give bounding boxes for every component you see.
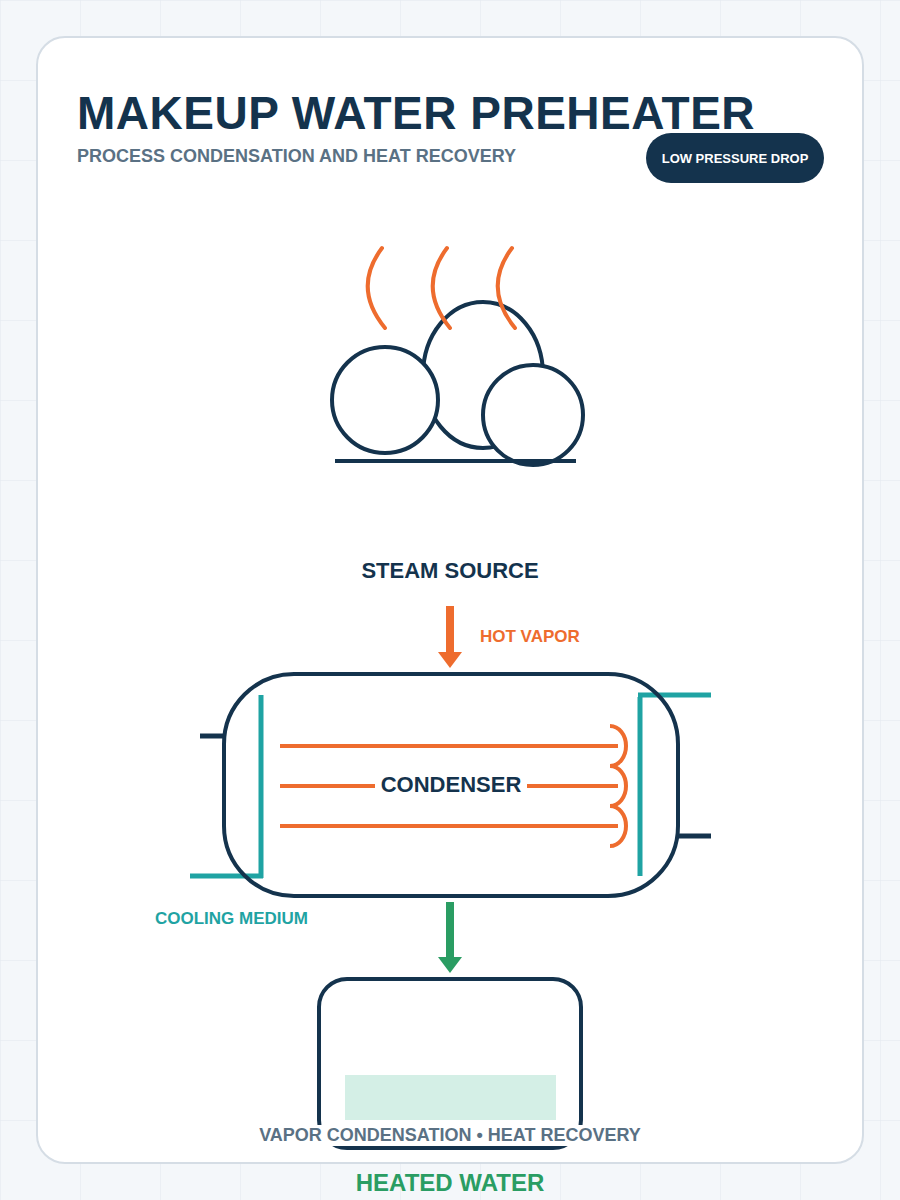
title: MAKEUP WATER PREHEATER	[77, 86, 755, 140]
art-line	[280, 744, 618, 748]
art-path	[368, 248, 385, 328]
art-g	[200, 736, 711, 836]
arrowhead	[438, 652, 462, 668]
steam-illustration	[332, 302, 583, 465]
water-level	[345, 1075, 556, 1120]
art-line	[638, 697, 643, 876]
art-path	[610, 726, 626, 766]
art-path	[610, 806, 626, 846]
art-path	[498, 248, 515, 328]
art-line	[638, 693, 711, 698]
node-text: CONDENSER	[375, 770, 528, 800]
art-g	[190, 695, 711, 878]
stream-label: COOLING MEDIUM	[155, 909, 308, 929]
art-line	[335, 459, 576, 463]
art-line	[280, 824, 618, 828]
flow-arrow	[446, 902, 454, 959]
steam-wisps	[368, 248, 515, 328]
badge: LOW PRESSURE DROP	[646, 133, 825, 183]
flow-arrow	[446, 606, 454, 654]
art-circle	[483, 365, 583, 465]
subtitle: PROCESS CONDENSATION AND HEAT RECOVERY	[77, 146, 516, 167]
arrowhead	[438, 957, 462, 973]
art-circle	[332, 347, 438, 453]
art-path	[610, 766, 626, 806]
edge-label: HOT VAPOR	[480, 627, 580, 647]
condenser-internals	[190, 695, 711, 878]
node-text: STEAM SOURCE	[300, 558, 600, 584]
steam-source: STEAM SOURCE	[300, 235, 600, 602]
node-text: HEATED WATER	[281, 1169, 619, 1197]
node-text: LOW PRESSURE DROP	[662, 151, 809, 166]
art-line	[190, 874, 263, 879]
card	[37, 37, 863, 1163]
caption: VAPOR CONDENSATION • HEAT RECOVERY	[254, 1125, 646, 1146]
art-line	[678, 834, 711, 839]
art-path	[433, 248, 450, 328]
art-line	[259, 695, 264, 878]
art-g	[280, 726, 626, 846]
condenser-shell: CONDENSER	[222, 672, 680, 898]
